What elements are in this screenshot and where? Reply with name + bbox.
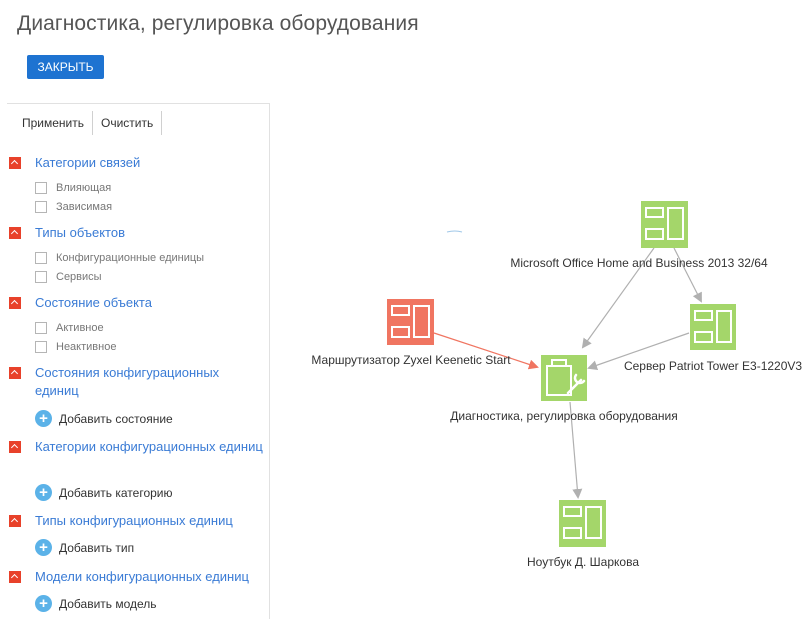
collapse-icon[interactable] [9,515,21,527]
add-label: Добавить категорию [59,485,173,500]
plus-icon: + [35,410,52,427]
collapse-icon[interactable] [9,157,21,169]
group-label: Категории конфигурационных единиц [35,439,263,454]
add-type-button[interactable]: + Добавить тип [35,539,134,556]
checkbox-active[interactable]: Активное [35,322,104,334]
add-model-button[interactable]: + Добавить модель [35,595,157,612]
filter-toolbar: Применить Очистить [7,110,163,136]
checkbox-config-items[interactable]: Конфигурационные единицы [35,252,204,264]
checkbox-label: Конфигурационные единицы [56,252,205,264]
group-label: Категории связей [35,155,141,170]
collapse-icon[interactable] [9,297,21,309]
checkbox-label: Влияющая [56,182,112,194]
plus-icon: + [35,595,52,612]
group-ci-types[interactable]: Типы конфигурационных единиц [9,512,233,530]
edge-office-server [673,247,702,303]
node-label: Диагностика, регулировка оборудования [450,409,677,423]
checkbox[interactable] [35,341,47,353]
collapse-icon[interactable] [9,571,21,583]
node-server[interactable]: Сервер Patriot Tower E3-1220V3 [624,304,802,373]
checkbox[interactable] [35,322,47,334]
checkbox[interactable] [35,252,47,264]
node-office[interactable]: Microsoft Office Home and Business 2013 … [510,201,768,270]
checkbox[interactable] [35,271,47,283]
checkbox-label: Зависимая [56,201,113,213]
checkbox-influencing[interactable]: Влияющая [35,182,111,194]
collapse-icon[interactable] [9,227,21,239]
group-object-types[interactable]: Типы объектов [9,224,125,242]
checkbox-label: Сервисы [56,271,102,283]
checkbox[interactable] [35,201,47,213]
decorative-mark [446,230,463,233]
filter-panel: Применить Очистить Категории связей Влия… [7,103,270,619]
group-link-categories[interactable]: Категории связей [9,154,140,172]
node-diagnostics[interactable]: Диагностика, регулировка оборудования [450,355,678,423]
node-label: Ноутбук Д. Шаркова [527,555,639,569]
node-label: Microsoft Office Home and Business 2013 … [510,256,768,270]
group-label: Состояние объекта [35,295,152,310]
collapse-icon[interactable] [9,367,21,379]
group-label: Типы конфигурационных единиц [35,513,233,528]
group-label: Типы объектов [35,225,126,240]
plus-icon: + [35,539,52,556]
add-label: Добавить состояние [59,411,173,426]
collapse-icon[interactable] [9,441,21,453]
apply-button[interactable]: Применить [22,116,85,130]
plus-icon: + [35,484,52,501]
node-laptop[interactable]: Ноутбук Д. Шаркова [527,500,639,569]
group-ci-categories[interactable]: Категории конфигурационных единиц [9,438,265,456]
page-title: Диагностика, регулировка оборудования [17,12,419,35]
node-router[interactable]: Маршрутизатор Zyxel Keenetic Start [311,299,511,367]
checkbox-dependent[interactable]: Зависимая [35,201,112,213]
group-ci-models[interactable]: Модели конфигурационных единиц [9,568,249,586]
add-category-button[interactable]: + Добавить категорию [35,484,173,501]
edge-server-diag [587,332,690,371]
clear-button[interactable]: Очистить [92,111,161,135]
edge-office-diag [581,247,655,349]
close-button[interactable]: ЗАКРЫТЬ [27,55,104,79]
edge-diag-laptop [569,401,583,499]
group-object-state[interactable]: Состояние объекта [9,294,152,312]
toolbar-divider [161,111,163,135]
edge-router-diag [433,332,539,370]
checkbox-label: Активное [56,322,104,334]
group-label: Состояния конфигурационных единиц [35,365,220,398]
add-state-button[interactable]: + Добавить состояние [35,410,173,427]
node-label: Маршрутизатор Zyxel Keenetic Start [311,353,511,367]
add-label: Добавить модель [59,596,157,611]
checkbox-inactive[interactable]: Неактивное [35,341,116,353]
checkbox[interactable] [35,182,47,194]
checkbox-services[interactable]: Сервисы [35,271,102,283]
add-label: Добавить тип [59,540,135,555]
service-wrench-icon [541,355,587,401]
group-label: Модели конфигурационных единиц [35,569,249,584]
group-ci-states[interactable]: Состояния конфигурационных единиц [9,364,265,400]
checkbox-label: Неактивное [56,341,117,353]
node-label: Сервер Patriot Tower E3-1220V3 [624,359,802,373]
